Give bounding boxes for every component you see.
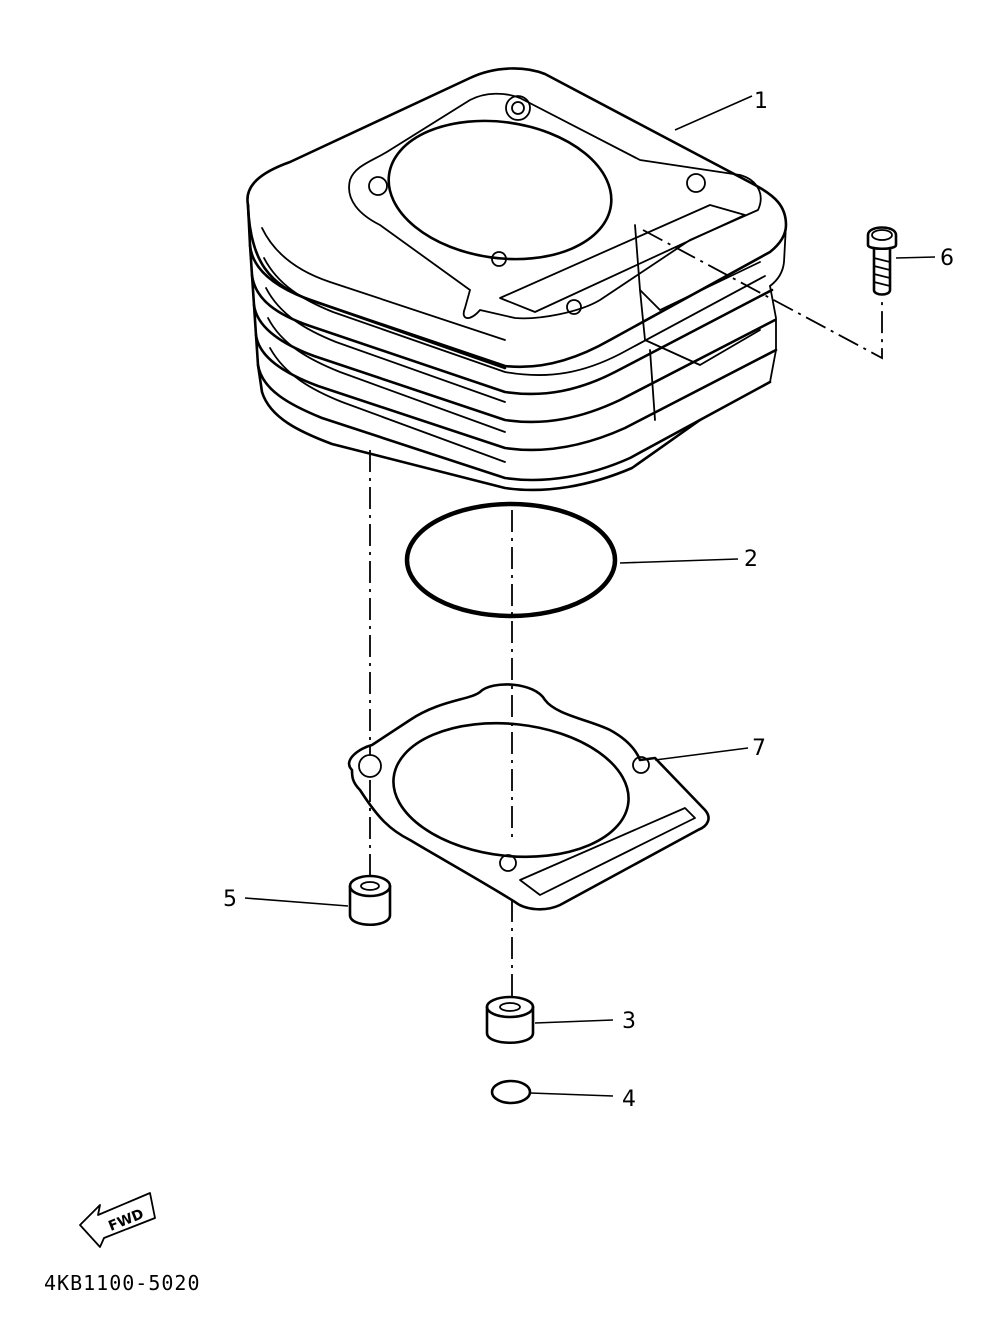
fwd-arrow-icon: FWD [79,1192,156,1248]
diagram-code: 4KB1100-5020 [44,1271,201,1295]
alignment-lines [369,229,883,997]
bolt-part-6 [866,226,898,296]
base-gasket-part-7 [347,683,710,911]
cylinder-part-1 [246,67,788,492]
callout-5: 5 [223,887,237,912]
dowel-part-5 [348,874,392,926]
callout-2: 2 [744,547,758,572]
callout-6: 6 [940,246,954,271]
leader-lines [244,95,936,1097]
callout-1: 1 [754,89,768,114]
o-ring-part-2 [404,501,618,619]
callout-7: 7 [752,736,766,761]
small-o-ring-part-4 [490,1079,532,1105]
callout-4: 4 [622,1087,636,1112]
dowel-part-3 [485,995,535,1044]
callout-3: 3 [622,1009,636,1034]
fwd-label: FWD [106,1206,146,1235]
